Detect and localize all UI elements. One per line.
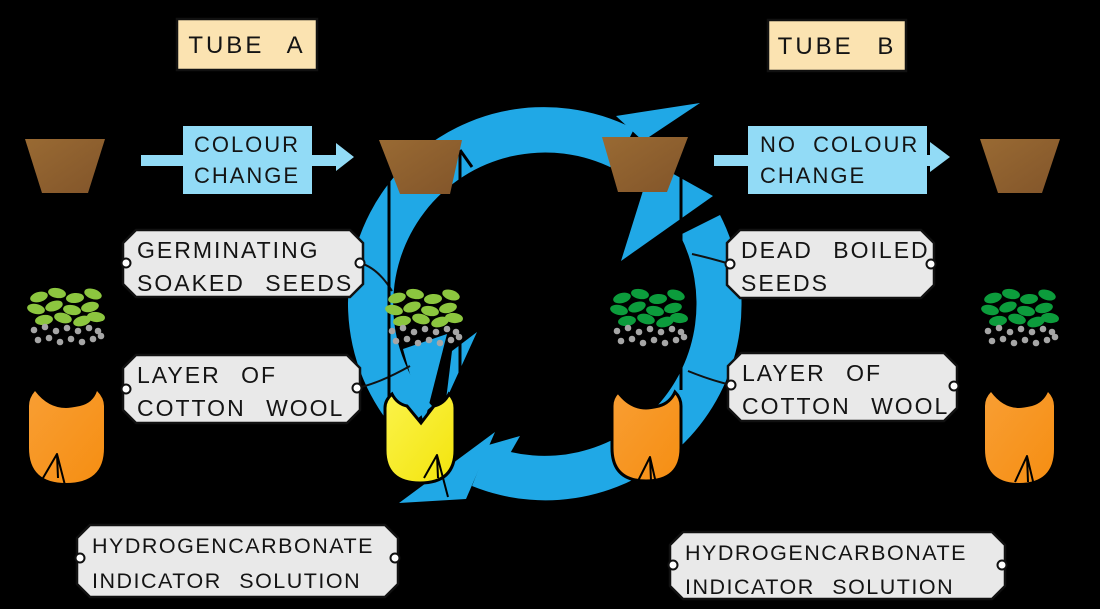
cotton-wool-right-tag: LAYER OF COTTON WOOL [725, 351, 960, 423]
tag-dot-icon [120, 257, 132, 269]
arrow-right-icon [930, 142, 950, 172]
cotton-left-label-line1: LAYER OF [137, 362, 277, 388]
tag-dot-icon [948, 380, 960, 392]
seeds-tube-a [384, 287, 464, 330]
tag-dot-icon [120, 383, 132, 395]
tube-a-title-box: TUBE A [175, 17, 319, 72]
indicator-right-tag: HYDROGENCARBONATE INDICATOR SOLUTION [667, 530, 1008, 601]
dead-seeds-tag: DEAD BOILED SEEDS [724, 228, 937, 300]
tag-dot-icon [724, 258, 736, 270]
seeds-before-b [980, 287, 1060, 330]
colour-change-line2: CHANGE [194, 163, 300, 188]
indicator-left-label-line2: INDICATOR SOLUTION [92, 569, 361, 593]
tag-dot-icon [74, 552, 86, 564]
colour-change-line1: COLOUR [194, 132, 300, 157]
dead-label-line2: SEEDS [741, 270, 829, 296]
cycle-arc-bottom [472, 215, 742, 501]
cotton-wool-before-b [984, 324, 1059, 347]
pointer-sketch-before-a [42, 453, 69, 498]
colour-change-arrow: COLOUR CHANGE [141, 126, 354, 194]
indicator-liquid-tube-b [610, 389, 683, 483]
tag-dot-icon [354, 257, 366, 269]
indicator-liquid-before-b [985, 392, 1054, 483]
tube-b-title-box: TUBE B [766, 18, 908, 73]
stopper-tube-a [379, 140, 462, 194]
tag-dot-icon [667, 559, 679, 571]
cotton-wool-before-a [30, 323, 105, 346]
no-colour-change-line2: CHANGE [760, 163, 866, 188]
no-colour-change-arrow: NO COLOUR CHANGE [714, 126, 950, 194]
germinating-seeds-tag: GERMINATING SOAKED SEEDS [120, 228, 366, 299]
pointer-sketch-tube-a [423, 454, 449, 498]
cycle-arrowhead-top-blade [621, 162, 713, 261]
tube-b-title: TUBE B [778, 33, 897, 60]
tag-dot-icon [725, 379, 737, 391]
indicator-right-label-line1: HYDROGENCARBONATE [685, 541, 967, 565]
stopper-before-a [25, 139, 105, 193]
arrow-right-icon [336, 143, 354, 171]
indicator-left-label-line1: HYDROGENCARBONATE [92, 534, 374, 558]
dead-label-line1: DEAD BOILED [741, 237, 930, 263]
tube-b-walls [610, 150, 683, 390]
germinating-label-line1: GERMINATING [137, 237, 320, 263]
germinating-label-line2: SOAKED SEEDS [137, 270, 353, 296]
no-colour-change-line1: NO COLOUR [760, 132, 919, 157]
cotton-right-label-line1: LAYER OF [742, 360, 882, 386]
cotton-wool-left-tag: LAYER OF COTTON WOOL [120, 353, 363, 425]
cycle-arrowhead-top-barb [616, 103, 700, 141]
stopper-tube-b [602, 137, 688, 192]
tube-a-title: TUBE A [188, 32, 305, 59]
tube-a-walls [387, 149, 474, 398]
tag-dot-icon [351, 382, 363, 394]
indicator-left-tag: HYDROGENCARBONATE INDICATOR SOLUTION [74, 523, 401, 599]
tag-dot-icon [925, 258, 937, 270]
tag-dot-icon [389, 552, 401, 564]
cycle-sliver-bottom [478, 436, 520, 492]
cycle-sliver-left-a [403, 334, 447, 424]
pointer-sketch-before-b [1014, 455, 1037, 495]
seeds-before-a [26, 286, 106, 329]
pointer-sketch-tube-b [637, 456, 659, 493]
stopper-before-b [980, 139, 1060, 193]
cotton-wool-tube-b [613, 324, 688, 347]
tag-dot-icon [996, 559, 1008, 571]
indicator-right-label-line2: INDICATOR SOLUTION [685, 575, 954, 599]
cotton-right-label-line2: COTTON WOOL [742, 393, 949, 419]
seeds-tube-b [609, 287, 689, 330]
cotton-left-label-line2: COTTON WOOL [137, 395, 344, 421]
indicator-liquid-before-a [29, 391, 104, 483]
